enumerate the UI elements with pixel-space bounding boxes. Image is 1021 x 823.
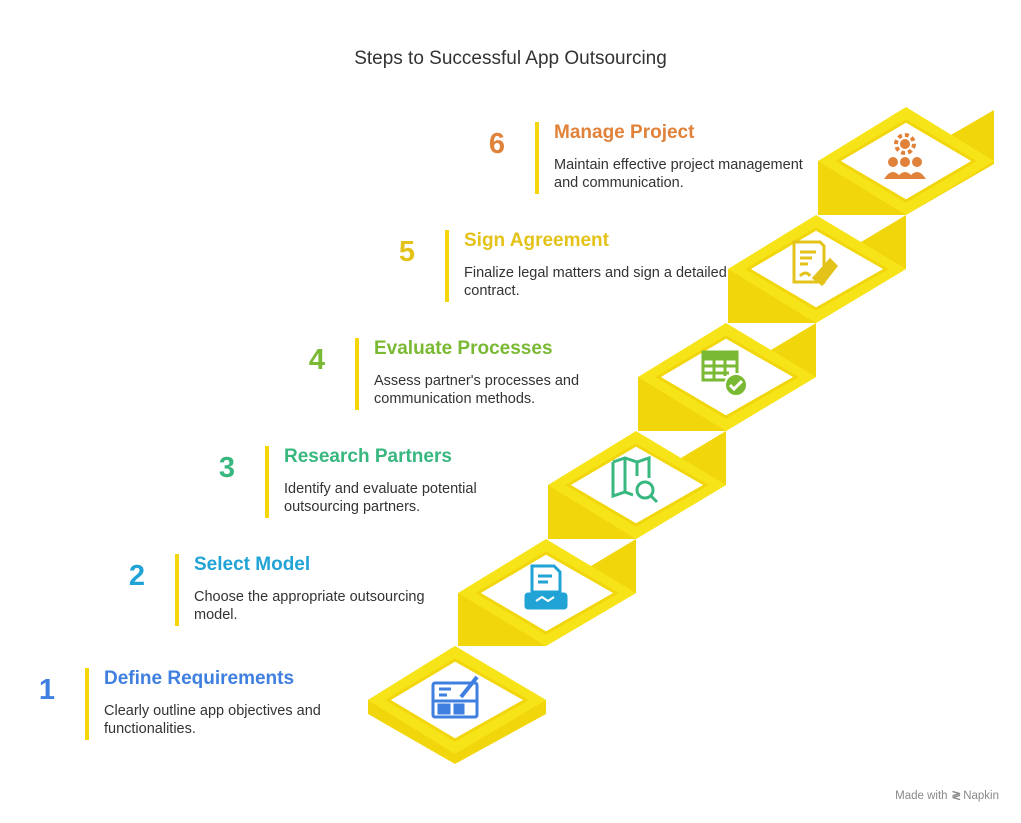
contract-handshake-icon xyxy=(524,564,568,610)
document-sign-icon xyxy=(792,240,838,287)
step-6: 6 Manage Project Maintain effective proj… xyxy=(483,122,883,194)
table-check-icon xyxy=(701,350,748,397)
step-description: Finalize legal matters and sign a detail… xyxy=(464,265,727,299)
step-divider xyxy=(175,554,179,626)
step-description: Choose the appropriate outsourcing model… xyxy=(194,589,425,623)
step-5: 5 Sign Agreement Finalize legal matters … xyxy=(393,230,793,302)
step-number: 5 xyxy=(398,236,416,268)
step-divider xyxy=(355,338,359,410)
blueprint-icon xyxy=(431,675,479,719)
napkin-logo-icon: ≷ xyxy=(951,790,962,802)
step-heading: Select Model xyxy=(194,554,311,575)
step-heading: Manage Project xyxy=(554,122,695,143)
step-divider xyxy=(535,122,539,194)
step-number: 2 xyxy=(128,560,146,592)
step-divider xyxy=(85,668,89,740)
map-search-icon xyxy=(611,455,659,504)
step-heading: Evaluate Processes xyxy=(374,338,553,359)
step-description: Clearly outline app objectives and funct… xyxy=(104,703,321,737)
step-number: 3 xyxy=(218,452,236,484)
step-heading: Research Partners xyxy=(284,446,452,467)
step-number: 6 xyxy=(488,128,506,160)
step-heading: Define Requirements xyxy=(104,668,295,689)
team-gear-icon xyxy=(884,133,926,179)
diagram-title: Steps to Successful App Outsourcing xyxy=(354,48,667,69)
footer-prefix: Made with xyxy=(895,790,948,802)
step-1: 1 Define Requirements Clearly outline ap… xyxy=(33,668,433,740)
step-3: 3 Research Partners Identify and evaluat… xyxy=(213,446,613,518)
step-description: Maintain effective project management an… xyxy=(554,157,803,191)
step-heading: Sign Agreement xyxy=(464,230,609,251)
step-4: 4 Evaluate Processes Assess partner's pr… xyxy=(303,338,703,410)
step-number: 4 xyxy=(308,344,326,376)
step-divider xyxy=(445,230,449,302)
footer-brand: Napkin xyxy=(963,790,999,802)
made-with-napkin-link[interactable]: Made with≷Napkin xyxy=(895,788,999,802)
step-description: Assess partner's processes and communica… xyxy=(374,373,580,407)
step-divider xyxy=(265,446,269,518)
step-description: Identify and evaluate potential outsourc… xyxy=(284,481,477,515)
step-2: 2 Select Model Choose the appropriate ou… xyxy=(123,554,523,626)
step-number: 1 xyxy=(38,674,56,706)
